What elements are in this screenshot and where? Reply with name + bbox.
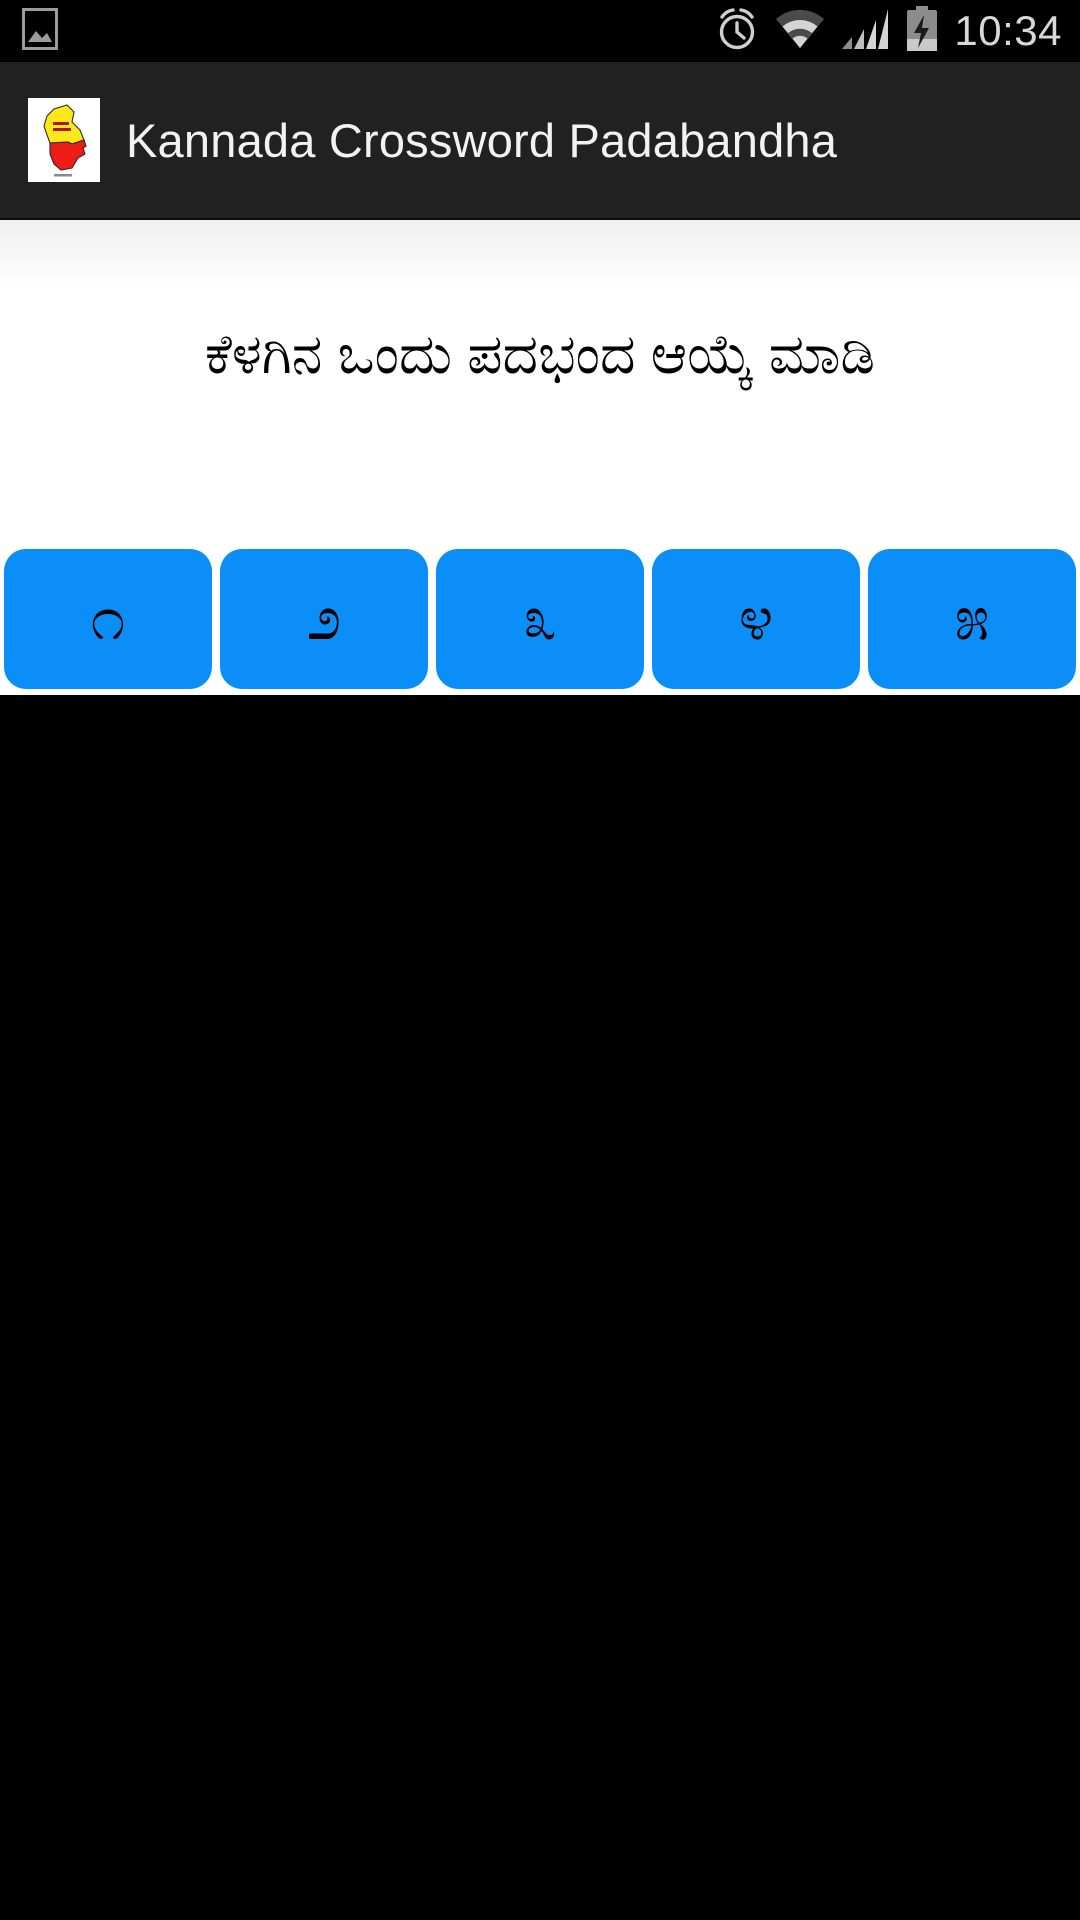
- crossword-button-5[interactable]: ೫: [864, 543, 1080, 695]
- crossword-button-3-label: ೩: [436, 549, 644, 689]
- crossword-button-3[interactable]: ೩: [432, 543, 648, 695]
- wifi-icon: [774, 7, 826, 56]
- content-area: ಕೆಳಗಿನ ಒಂದು ಪದಭಂದ ಆಯ್ಕೆ ಮಾಡಿ: [0, 220, 1080, 543]
- crossword-button-1-label: ೧: [4, 549, 212, 689]
- crossword-button-1[interactable]: ೧: [0, 543, 216, 695]
- crossword-button-5-label: ೫: [868, 549, 1076, 689]
- status-bar-left-icons: [22, 7, 58, 55]
- crossword-selection-row: ೧ ೨ ೩ ೪ ೫: [0, 543, 1080, 695]
- crossword-button-4[interactable]: ೪: [648, 543, 864, 695]
- image-icon: [22, 7, 58, 55]
- alarm-icon: [714, 5, 760, 58]
- crossword-button-4-label: ೪: [652, 549, 860, 689]
- status-bar: 10:34: [0, 0, 1080, 62]
- crossword-button-2-label: ೨: [220, 549, 428, 689]
- battery-charging-icon: [904, 5, 940, 57]
- crossword-button-2[interactable]: ೨: [216, 543, 432, 695]
- app-action-bar: Kannada Crossword Padabandha: [0, 62, 1080, 220]
- status-bar-clock: 10:34: [954, 7, 1062, 54]
- status-bar-right-icons: 10:34: [714, 5, 1062, 58]
- signal-icon: [840, 7, 890, 56]
- app-title: Kannada Crossword Padabandha: [126, 113, 838, 167]
- karnataka-map-app-icon: [28, 98, 100, 182]
- empty-body-area: [0, 695, 1080, 1920]
- instruction-text: ಕೆಳಗಿನ ಒಂದು ಪದಭಂದ ಆಯ್ಕೆ ಮಾಡಿ: [204, 323, 876, 385]
